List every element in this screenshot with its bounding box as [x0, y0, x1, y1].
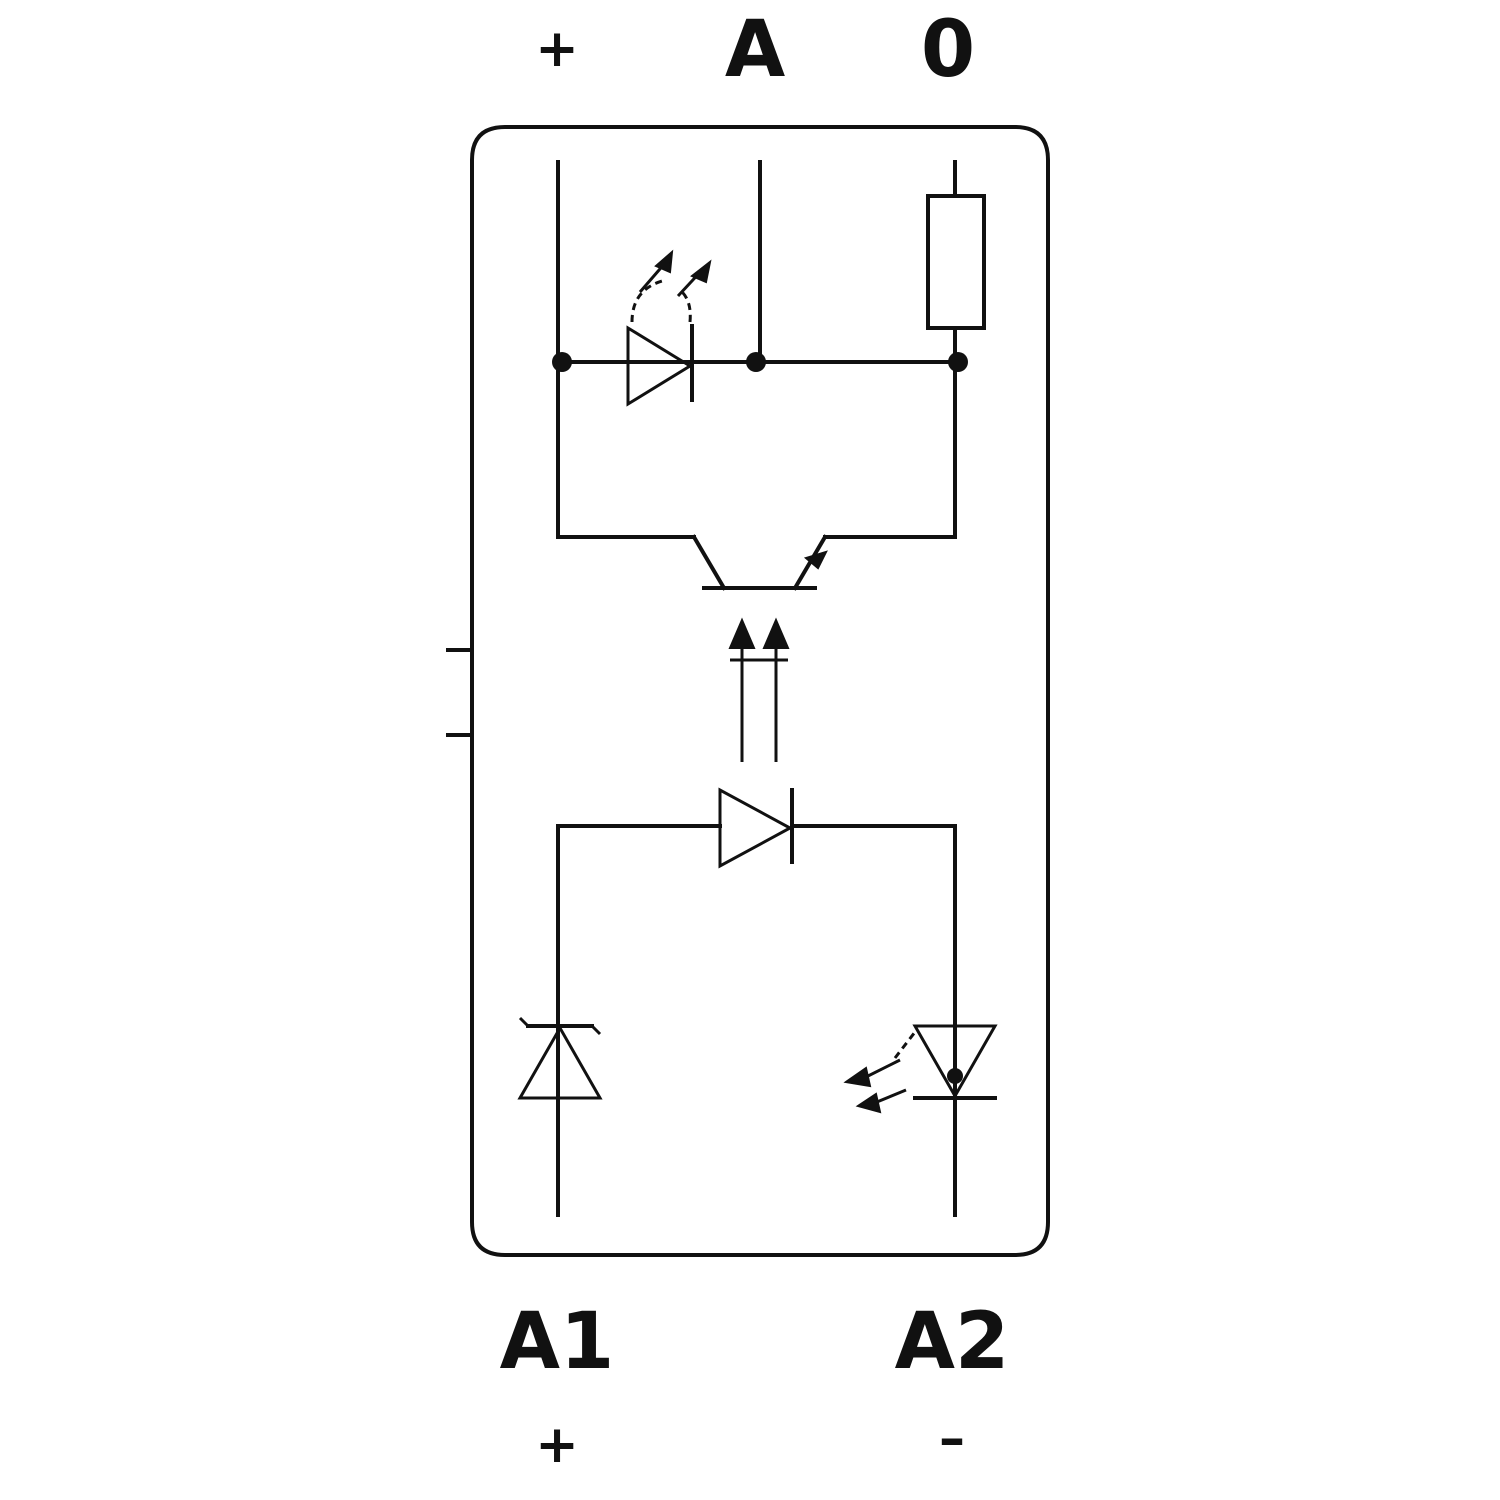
terminal-plus-label: +: [535, 19, 579, 79]
led-output-indicator: [626, 249, 712, 407]
terminal-zero-label: 0: [921, 5, 975, 95]
phototransistor: [691, 534, 828, 591]
terminal-a2-label: A2: [895, 1297, 1010, 1387]
housing-outline: [470, 125, 1050, 1257]
junction-dot-plus: [552, 352, 572, 372]
junction-dot-zero: [948, 352, 968, 372]
optocoupler-led: [718, 787, 794, 869]
resistor: [926, 194, 986, 330]
protection-diode: [517, 1016, 603, 1100]
optical-coupling: [728, 617, 790, 762]
input-circuit: [556, 824, 957, 1217]
terminal-a1-label: A1: [500, 1297, 615, 1387]
output-circuit: [556, 160, 957, 539]
transistor-collector: [691, 534, 727, 591]
junction-dot-a: [746, 352, 766, 372]
a2-polarity-label: –: [939, 1409, 965, 1469]
emitter-arrow: [803, 550, 828, 570]
terminal-a-label: A: [725, 5, 785, 95]
led-input-indicator: [843, 1024, 998, 1114]
a1-polarity-label: +: [535, 1415, 579, 1475]
